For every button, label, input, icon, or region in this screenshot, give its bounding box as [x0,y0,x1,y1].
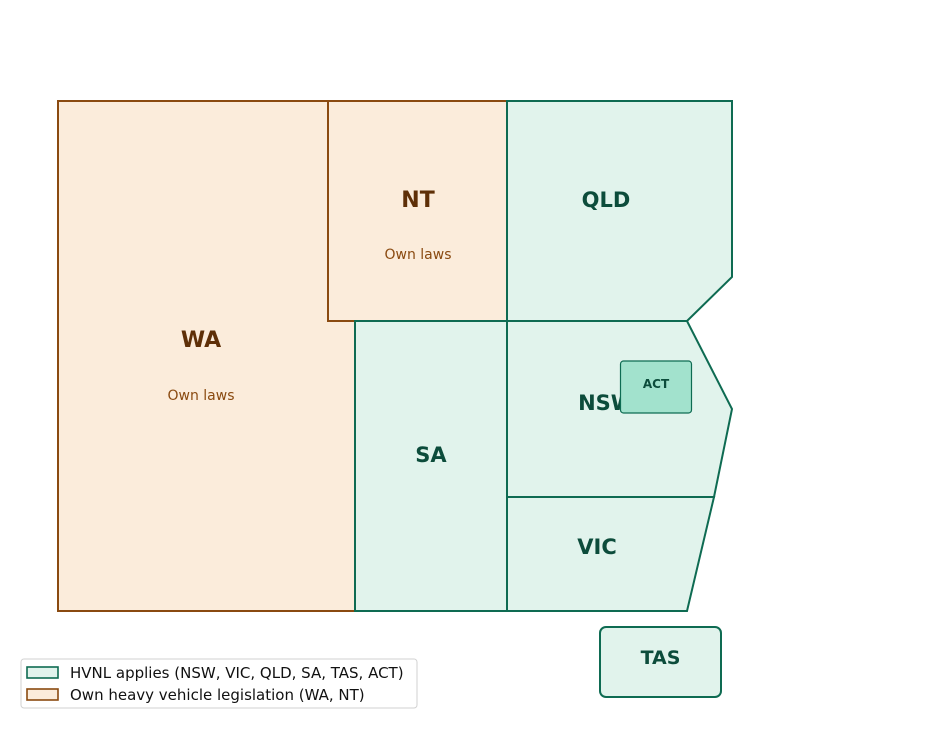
legend-label-own: Own heavy vehicle legislation (WA, NT) [70,686,365,704]
region-wa-shape [57,100,356,612]
region-act-shape [619,360,693,414]
legend: HVNL applies (NSW, VIC, QLD, SA, TAS, AC… [20,658,418,709]
region-qld-label: QLD [582,188,631,212]
region-tas-shape [599,626,722,698]
region-act: ACT [619,360,693,414]
region-sa: SA [354,320,508,612]
region-qld: QLD [506,100,733,322]
region-tas: TAS [599,626,722,698]
region-sa-label: SA [415,443,447,467]
region-wa-label: WA [181,328,221,353]
legend-swatch-hvnl [26,666,59,679]
legend-frame [20,658,418,709]
region-wa: WA Own laws [57,100,356,612]
region-nt: NT Own laws [327,100,508,322]
region-nsw: NSW [506,320,734,498]
legend-swatch-own [26,688,59,701]
legend-label-hvnl: HVNL applies (NSW, VIC, QLD, SA, TAS, AC… [70,664,404,682]
region-act-label: ACT [643,377,670,391]
region-wa-note: Own laws [167,388,234,404]
region-nt-label: NT [401,188,434,213]
region-vic-shape [506,496,716,612]
region-vic: VIC [506,496,716,612]
region-vic-label: VIC [577,535,616,559]
region-qld-shape [506,100,733,322]
region-tas-label: TAS [641,647,681,669]
region-nt-note: Own laws [384,247,451,263]
